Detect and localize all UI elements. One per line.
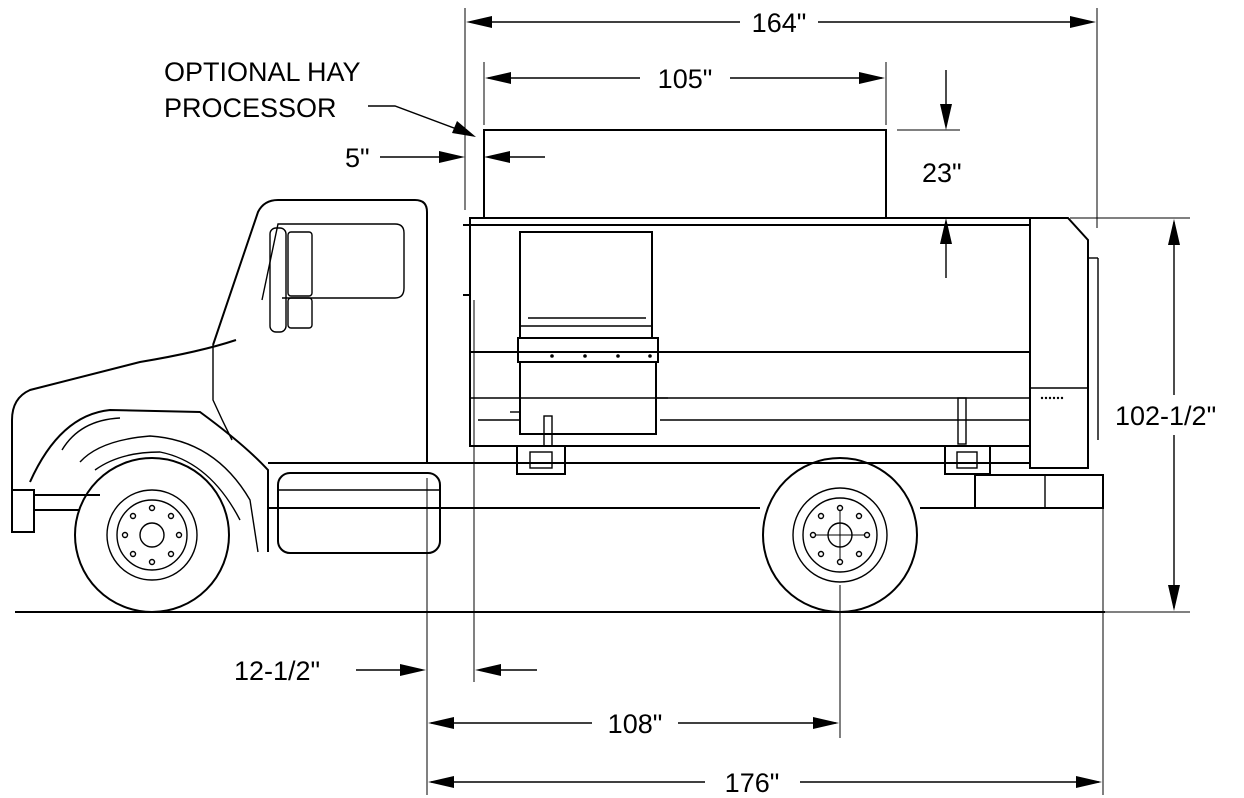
dim-label-176: 176"	[725, 768, 780, 798]
dim-label-105: 105"	[658, 64, 713, 94]
hay-processor	[483, 129, 887, 219]
mixer-body	[463, 217, 1099, 475]
truck-frame	[268, 462, 1104, 554]
callout-line-1: OPTIONAL HAY	[164, 57, 361, 87]
dim-label-164: 164"	[752, 8, 807, 38]
dim-cab-to-axle: 108"	[428, 585, 841, 739]
dim-cab-to-mixer: 12-1/2"	[234, 300, 537, 795]
dim-label-23: 23"	[922, 158, 962, 188]
truck-cab	[11, 199, 428, 553]
front-wheel	[74, 457, 230, 613]
dim-label-5: 5"	[345, 143, 370, 173]
dim-overall-height: 102-1/2"	[1070, 217, 1216, 613]
dim-hay-processor-length: 105"	[483, 62, 887, 125]
dim-processor-offset: 5"	[345, 143, 545, 173]
hay-processor-callout: OPTIONAL HAY PROCESSOR	[164, 57, 476, 137]
dim-processor-height: 23"	[897, 70, 962, 278]
dim-label-102-1-2: 102-1/2"	[1115, 401, 1216, 431]
dim-label-12-1-2: 12-1/2"	[234, 656, 320, 686]
rear-wheel	[762, 457, 918, 613]
dim-overall-mixer-length: 164"	[464, 8, 1098, 228]
dim-label-108: 108"	[608, 709, 663, 739]
callout-line-2: PROCESSOR	[164, 93, 337, 123]
dim-overall-length: 176"	[428, 508, 1104, 798]
